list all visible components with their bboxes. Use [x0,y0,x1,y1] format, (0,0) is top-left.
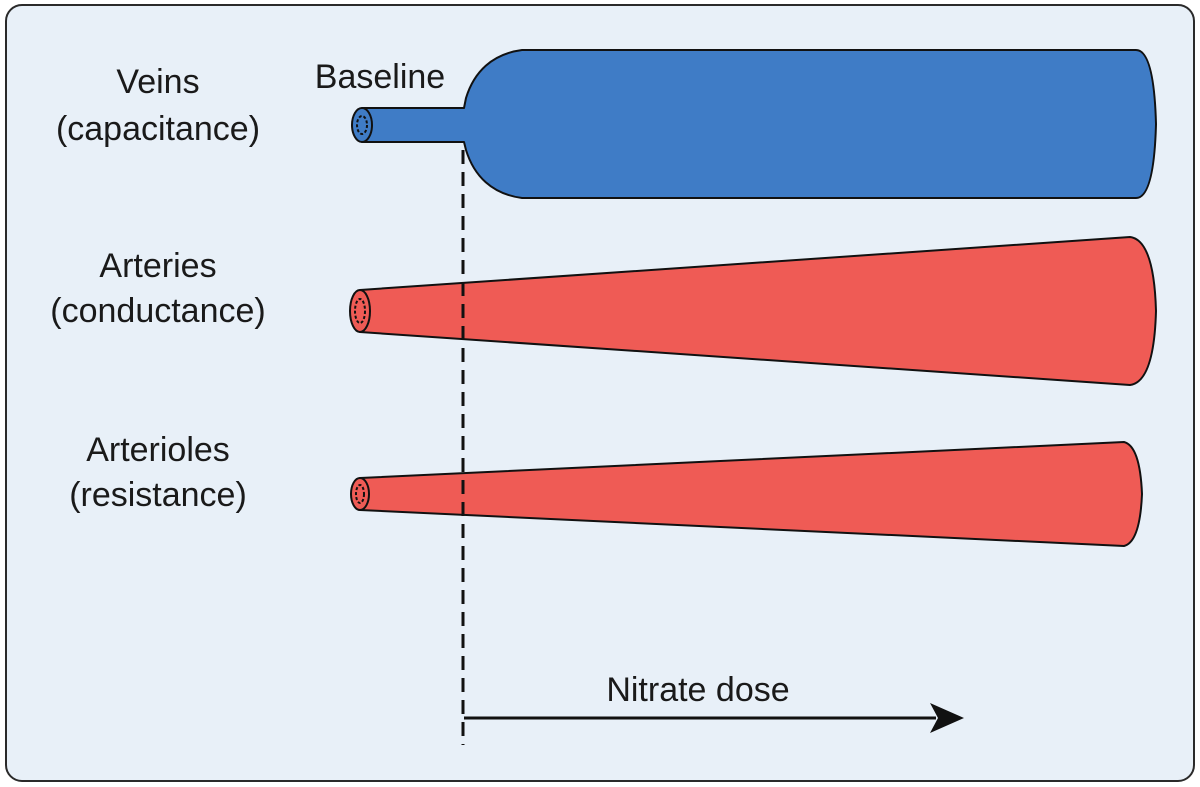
vein-name: Veins [116,63,199,101]
vein-lumen [356,115,368,135]
arteriole-vessel [359,441,1143,547]
artery-lumen [354,298,366,324]
vein-label: Veins (capacitance) [56,63,260,148]
vein-role: (capacitance) [56,110,260,148]
artery-role: (conductance) [50,292,265,330]
arteriole-label: Arterioles (resistance) [69,431,247,514]
arteriole-role: (resistance) [69,476,247,514]
arteriole-opening [350,477,370,511]
arteriole-lumen [355,484,365,504]
artery-name: Arteries [99,247,216,285]
arrow-head-icon [930,703,964,733]
vein-opening [351,107,373,143]
artery-label: Arteries (conductance) [50,247,265,330]
nitrate-dose-label: Nitrate dose [606,671,789,709]
vein-vessel [361,49,1157,199]
artery-opening [349,289,371,333]
artery-vessel [359,236,1157,386]
baseline-label: Baseline [315,58,445,96]
arteriole-name: Arterioles [86,431,230,469]
